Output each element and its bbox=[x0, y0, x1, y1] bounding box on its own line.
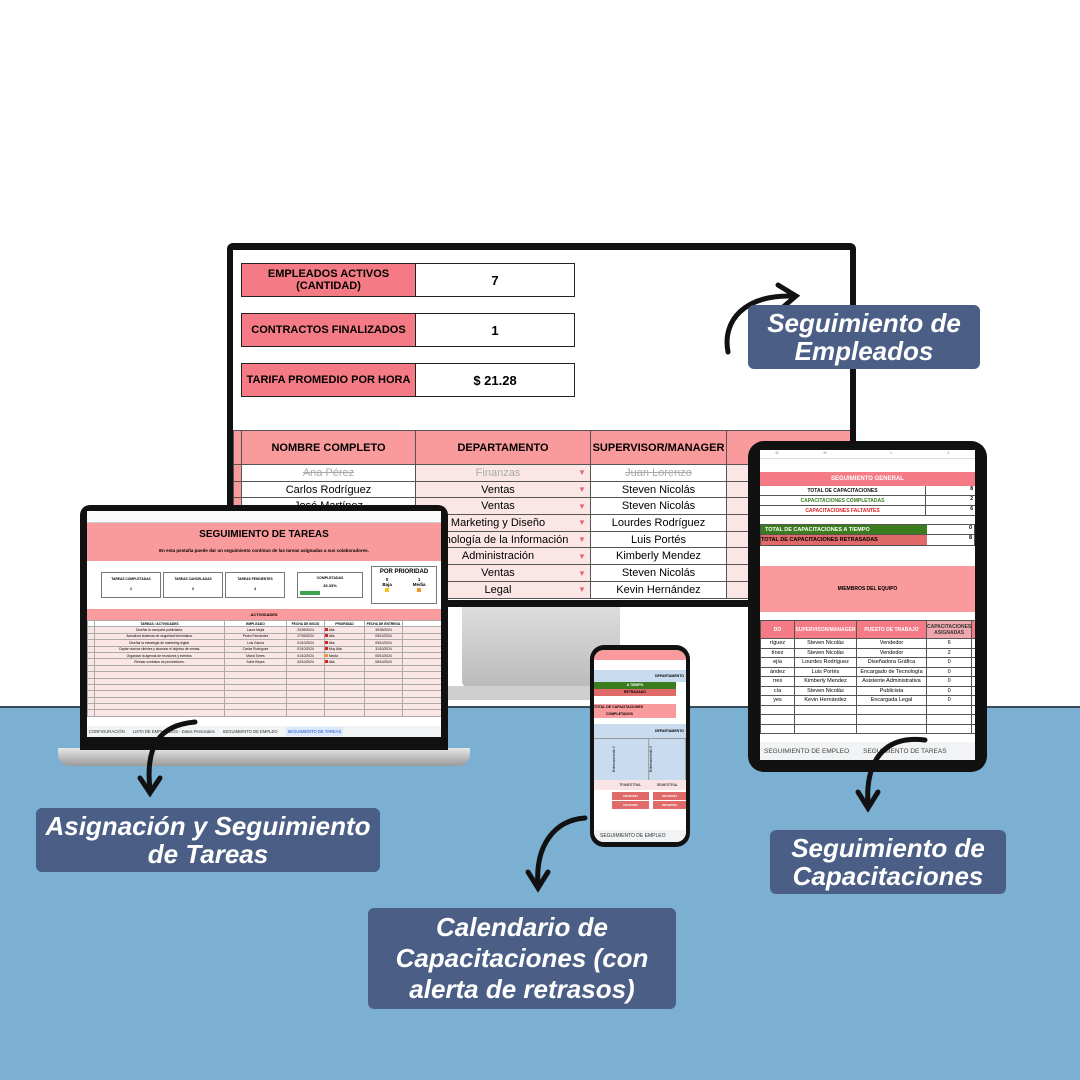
dropdown-arrow-icon: ▼ bbox=[578, 535, 586, 545]
low-priority-icon bbox=[385, 588, 390, 592]
department-select[interactable]: Legal▼ bbox=[415, 580, 591, 599]
sheet-tabs: SEGUIMIENTO DE EMPLEO SEGUIMIENTO DE TARE… bbox=[760, 742, 975, 760]
table-row bbox=[87, 709, 441, 717]
priority-flag-icon bbox=[325, 628, 328, 632]
dropdown-arrow-icon: ▼ bbox=[578, 585, 586, 595]
department-select[interactable]: Ventas▼ bbox=[415, 480, 591, 499]
sheet-tab[interactable]: SEGUIMIENTO DE TAREAS bbox=[285, 727, 344, 736]
tab-employment-tracking[interactable]: SEGUIMIENTO DE EMPLEO bbox=[594, 830, 686, 842]
general-tracking-header: SEGUIMIENTO GENERAL bbox=[760, 472, 975, 486]
priority-flag-icon bbox=[325, 640, 328, 644]
arrow-icon bbox=[535, 815, 588, 888]
priority-label: POR PRIORIDAD bbox=[379, 569, 429, 575]
phone-screen: DEPARTAMENTO A TIEMPO RETRASADO TOTAL DE… bbox=[594, 650, 686, 842]
completed-progress-bar bbox=[300, 591, 320, 595]
dropdown-arrow-icon: ▼ bbox=[578, 518, 586, 528]
arrow-icon bbox=[775, 282, 801, 311]
department-select[interactable]: Tecnología de la Información▼ bbox=[415, 530, 591, 549]
department-select[interactable]: Ventas▼ bbox=[415, 564, 591, 582]
medium-priority-icon bbox=[417, 588, 422, 592]
label-task-tracking: Asignación y Seguimiento de Tareas bbox=[36, 808, 380, 872]
col-header: DEPARTAMENTO bbox=[415, 430, 591, 465]
department-select[interactable]: Administración▼ bbox=[415, 547, 591, 566]
table-row bbox=[87, 696, 441, 705]
team-members-header: MIEMBROS DEL EQUIPO bbox=[760, 566, 975, 612]
department-select[interactable]: Marketing y Diseño▼ bbox=[415, 514, 591, 532]
kpi-hourly-rate: TARIFA PROMEDIO POR HORA$ 21.28 bbox=[241, 363, 575, 397]
laptop: SEGUIMIENTO DE TAREAS En esta pestaña pu… bbox=[80, 505, 448, 750]
kpi-active-employees: EMPLEADOS ACTIVOS (CANTIDAD)7 bbox=[241, 263, 575, 297]
dropdown-arrow-icon: ▼ bbox=[578, 485, 586, 495]
sheet-tab[interactable]: CONFIGURACIÓN bbox=[89, 729, 125, 734]
column-letters bbox=[87, 511, 441, 523]
department-select[interactable]: Ventas▼ bbox=[415, 497, 591, 516]
arrow-icon bbox=[146, 719, 198, 793]
tab-employment-tracking[interactable]: SEGUIMIENTO DE EMPLEO bbox=[764, 747, 850, 755]
arrow-icon bbox=[525, 869, 551, 893]
laptop-base bbox=[58, 748, 470, 766]
dropdown-arrow-icon: ▼ bbox=[578, 501, 586, 511]
sheet-tabs: CONFIGURACIÓN LISTA DE EMPLEADOS - Datos … bbox=[87, 726, 441, 737]
col-header: NOMBRE COMPLETO bbox=[241, 430, 416, 465]
priority-flag-icon bbox=[325, 647, 328, 651]
arrow-icon bbox=[137, 775, 163, 798]
tasks-header: SEGUIMIENTO DE TAREAS En esta pestaña pu… bbox=[87, 523, 441, 561]
tab-task-tracking[interactable]: SEGUIMIENTO DE TAREAS bbox=[863, 747, 947, 755]
col-header: SUPERVISOR/MANAGER bbox=[590, 430, 727, 465]
priority-flag-icon bbox=[325, 653, 328, 657]
dropdown-arrow-icon: ▼ bbox=[578, 468, 586, 478]
arrow-icon bbox=[865, 736, 928, 808]
sheet-tab[interactable]: SEGUIMIENTO DE EMPLEO bbox=[222, 729, 278, 734]
dropdown-arrow-icon: ▼ bbox=[578, 568, 586, 578]
phone: DEPARTAMENTO A TIEMPO RETRASADO TOTAL DE… bbox=[590, 645, 690, 847]
activities-header: ACTIVIDADES bbox=[87, 609, 441, 620]
arrow-icon bbox=[724, 293, 795, 355]
table-row: Diseñar la estrategia de marketing digit… bbox=[87, 639, 441, 647]
laptop-screen: SEGUIMIENTO DE TAREAS En esta pestaña pu… bbox=[87, 511, 441, 737]
tasks-title: SEGUIMIENTO DE TAREAS bbox=[199, 529, 329, 540]
label-employee-tracking: Seguimiento de Empleados bbox=[748, 305, 980, 369]
table-row bbox=[87, 664, 441, 673]
label-training-tracking: Seguimiento de Capacitaciones bbox=[770, 830, 1006, 894]
table-row bbox=[760, 723, 975, 734]
arrow-icon bbox=[855, 789, 881, 813]
priority-flag-icon bbox=[325, 634, 328, 638]
sheet-tab[interactable]: LISTA DE EMPLEADOS - Datos Personales bbox=[132, 729, 215, 734]
priority-flag-icon bbox=[325, 660, 328, 664]
dropdown-arrow-icon: ▼ bbox=[578, 551, 586, 561]
label-training-calendar: Calendario de Capacitaciones (con alerta… bbox=[368, 908, 676, 1009]
